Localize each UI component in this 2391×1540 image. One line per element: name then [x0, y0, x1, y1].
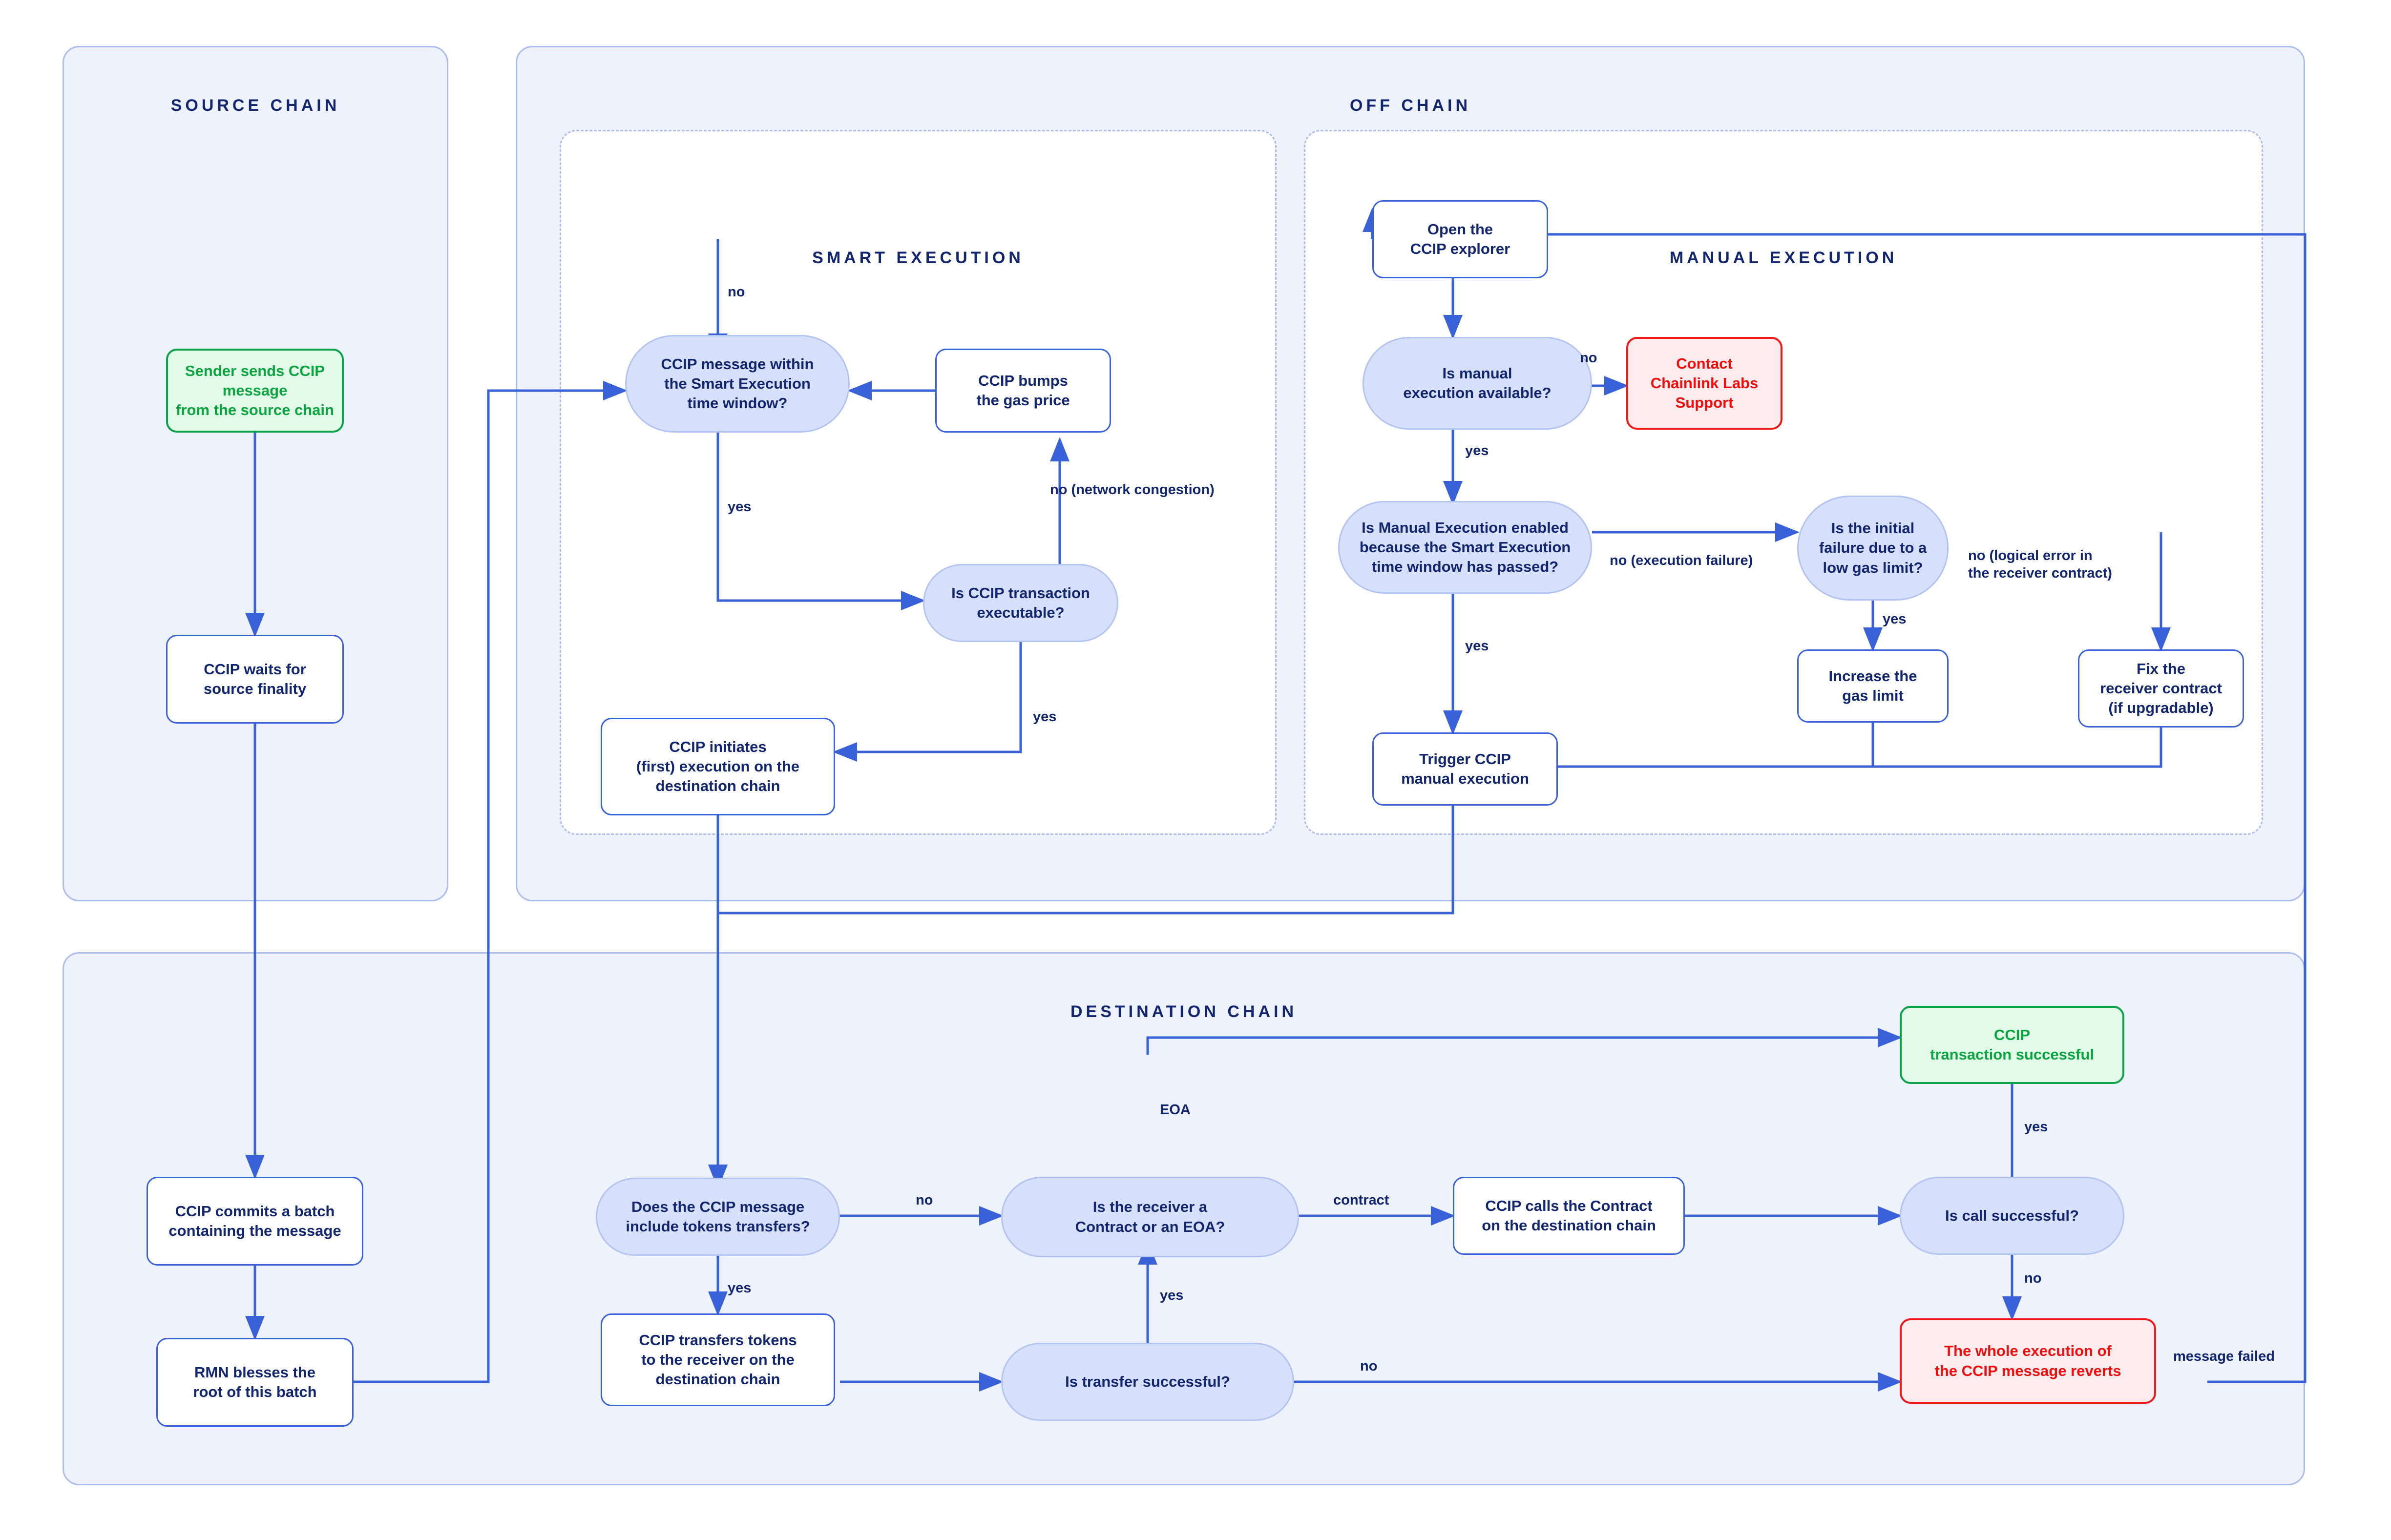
node-fix-receiver-contract[interactable]: Fix the receiver contract (if upgradable… [2078, 649, 2244, 728]
edge-label-tokens-yes: yes [728, 1280, 752, 1296]
node-label: RMN blesses the root of this batch [193, 1363, 317, 1400]
node-is-manual-execution-enabled[interactable]: Is Manual Execution enabled because the … [1338, 501, 1592, 594]
node-is-receiver-contract-or-eoa[interactable]: Is the receiver a Contract or an EOA? [1001, 1177, 1299, 1257]
node-execution-reverts[interactable]: The whole execution of the CCIP message … [1900, 1318, 2156, 1404]
lane-title-smart-execution: SMART EXECUTION [812, 249, 1024, 267]
edge-label-tokens-no: no [916, 1192, 933, 1208]
node-label: Is CCIP transaction executable? [951, 584, 1090, 621]
node-is-ccip-transaction-executable[interactable]: Is CCIP transaction executable? [923, 564, 1118, 642]
node-label: Increase the gas limit [1828, 667, 1917, 704]
node-label: Is manual execution available? [1403, 364, 1552, 401]
node-label: CCIP initiates (first) execution on the … [636, 738, 800, 795]
node-contact-chainlink-labs-support[interactable]: Contact Chainlink Labs Support [1626, 337, 1783, 430]
edge-label-message-failed: message failed [2173, 1349, 2275, 1364]
node-rmn-blesses-root[interactable]: RMN blesses the root of this batch [156, 1338, 354, 1427]
node-is-transfer-successful[interactable]: Is transfer successful? [1001, 1343, 1294, 1421]
node-label: Is call successful? [1945, 1207, 2079, 1224]
node-label: Is transfer successful? [1065, 1373, 1230, 1390]
node-label: CCIP transfers tokens to the receiver on… [639, 1331, 797, 1388]
node-label: Open the CCIP explorer [1410, 220, 1510, 257]
lane-title-source-chain: SOURCE CHAIN [170, 96, 340, 115]
node-label: Is the receiver a Contract or an EOA? [1075, 1198, 1225, 1235]
node-is-initial-failure-low-gas[interactable]: Is the initial failure due to a low gas … [1797, 496, 1949, 601]
node-does-message-include-tokens[interactable]: Does the CCIP message include tokens tra… [596, 1178, 840, 1256]
node-label: CCIP message within the Smart Execution … [661, 355, 814, 412]
node-label: CCIP bumps the gas price [976, 372, 1070, 409]
edge-label-window-no: no [728, 284, 745, 300]
node-within-smart-execution-window[interactable]: CCIP message within the Smart Execution … [625, 335, 850, 433]
edge-label-transfer-no: no [1360, 1358, 1378, 1374]
lane-title-off-chain: OFF CHAIN [1349, 96, 1471, 115]
edge-label-receiver-eoa: EOA [1160, 1102, 1191, 1118]
node-trigger-manual-execution[interactable]: Trigger CCIP manual execution [1372, 732, 1558, 806]
node-label: CCIP commits a batch containing the mess… [168, 1202, 341, 1239]
edge-label-call-yes: yes [2024, 1119, 2048, 1135]
node-ccip-calls-contract[interactable]: CCIP calls the Contract on the destinati… [1453, 1177, 1685, 1255]
node-ccip-initiates-execution[interactable]: CCIP initiates (first) execution on the … [601, 718, 835, 815]
edge-label-execution-failure: no (execution failure) [1610, 553, 1753, 568]
node-sender-sends[interactable]: Sender sends CCIP message from the sourc… [166, 349, 344, 433]
node-label: CCIP calls the Contract on the destinati… [1482, 1197, 1656, 1234]
node-ccip-commits-batch[interactable]: CCIP commits a batch containing the mess… [147, 1177, 363, 1266]
edge-label-logical-error: no (logical error in the receiver contra… [1968, 548, 2112, 582]
edge-label-call-no: no [2024, 1270, 2042, 1286]
edge-label-manual-available-no: no [1580, 350, 1597, 366]
node-ccip-bumps-gas-price[interactable]: CCIP bumps the gas price [935, 349, 1111, 433]
edge-label-receiver-contract: contract [1333, 1192, 1389, 1208]
edge-label-executable-yes: yes [1033, 709, 1057, 725]
node-is-call-successful[interactable]: Is call successful? [1900, 1177, 2124, 1255]
edge-label-manual-available-yes: yes [1465, 443, 1489, 458]
node-ccip-transaction-successful[interactable]: CCIP transaction successful [1900, 1006, 2124, 1084]
node-label: Does the CCIP message include tokens tra… [626, 1198, 810, 1235]
node-is-manual-execution-available[interactable]: Is manual execution available? [1363, 337, 1592, 430]
node-ccip-transfers-tokens[interactable]: CCIP transfers tokens to the receiver on… [601, 1313, 835, 1406]
node-label: Is the initial failure due to a low gas … [1819, 520, 1927, 576]
edge-label-manual-enabled-yes: yes [1465, 638, 1489, 654]
edge-label-gas-limit-yes: yes [1883, 611, 1907, 627]
node-ccip-waits-finality[interactable]: CCIP waits for source finality [166, 635, 344, 724]
node-label: Fix the receiver contract (if upgradable… [2100, 660, 2222, 717]
node-label: CCIP waits for source finality [203, 660, 307, 697]
node-label: Contact Chainlink Labs Support [1650, 354, 1759, 412]
node-open-ccip-explorer[interactable]: Open the CCIP explorer [1372, 200, 1548, 278]
node-label: Trigger CCIP manual execution [1401, 750, 1529, 787]
node-increase-gas-limit[interactable]: Increase the gas limit [1797, 649, 1949, 723]
node-label: Sender sends CCIP message from the sourc… [176, 362, 334, 419]
node-label: Is Manual Execution enabled because the … [1359, 519, 1571, 576]
lane-source-chain: SOURCE CHAIN [63, 46, 448, 901]
node-label: CCIP transaction successful [1930, 1026, 2094, 1063]
edge-label-window-yes: yes [728, 499, 752, 515]
node-label: The whole execution of the CCIP message … [1934, 1342, 2121, 1379]
edge-label-transfer-yes: yes [1160, 1288, 1184, 1303]
edge-label-network-congestion: no (network congestion) [1050, 482, 1215, 498]
